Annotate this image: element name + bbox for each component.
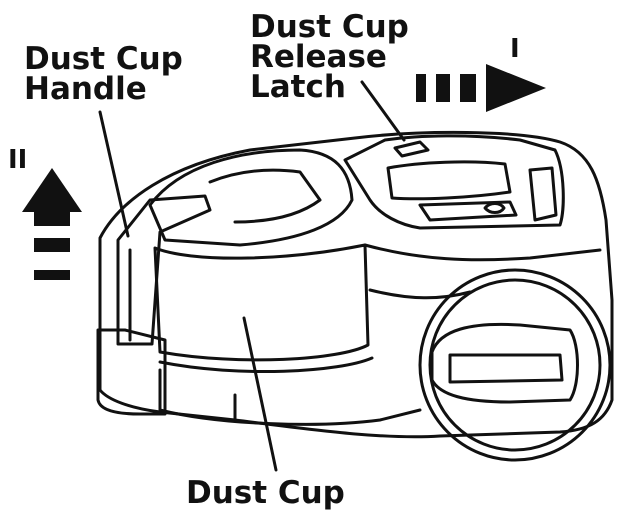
dust-cup-handle-label: Dust Cup Handle [24, 44, 183, 104]
vacuum-base-skirt [160, 370, 420, 424]
dust-cup-release-latch-label: Dust Cup Release Latch [250, 12, 409, 102]
dust-cup-label: Dust Cup [186, 478, 345, 508]
wheel-grip-slot [432, 324, 578, 402]
step-two-label: II [8, 145, 27, 175]
rear-wheel-inner [430, 280, 600, 450]
dust-cup-body [155, 245, 368, 360]
dust-cup-handle-shape [118, 196, 210, 344]
arrow-right-icon [416, 64, 546, 112]
step-one-label: I [510, 34, 520, 64]
leader-line-cup [244, 318, 276, 470]
arrow-up-icon [22, 168, 82, 280]
